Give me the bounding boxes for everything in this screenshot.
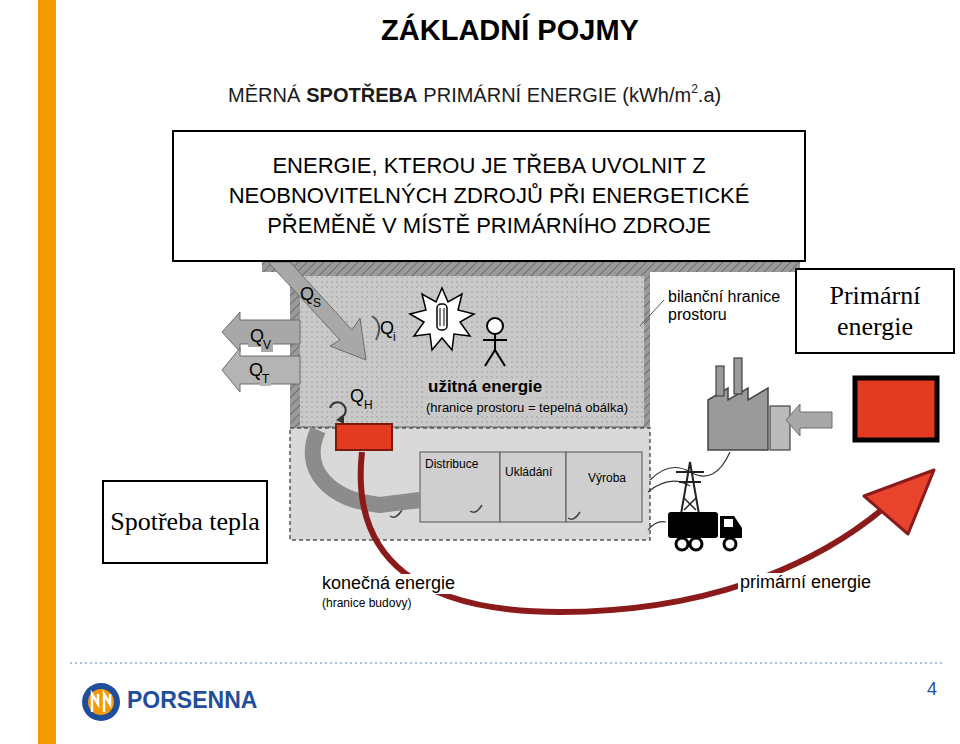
footer-rule-part [70,662,942,664]
building-illustration-part [437,304,447,330]
supply-chain-illustration-part [676,471,704,473]
orange-bar-part [38,0,56,744]
heat-consumption-box: Spotřeba tepla [102,480,268,564]
slide-title: ZÁKLADNÍ POJMY [0,14,960,47]
supply-chain-illustration [648,358,937,550]
supply-chain-illustration-part [708,388,768,450]
node-text: Spotřeba tepla [110,506,259,537]
building-illustration-part [483,339,507,341]
heat-subscript: S [313,297,321,310]
building-illustration-part [470,505,482,512]
building-illustration-part [485,350,495,366]
supply-chain-illustration-part [724,538,736,550]
building-illustration-part [440,308,441,326]
building-illustration-part [494,334,496,350]
heat-symbol: Q [300,285,314,305]
building-illustration-part [500,452,566,522]
heat-symbol: Q [350,387,364,407]
building-illustration-part [487,318,503,334]
definition-box: ENERGIE, KTEROU JE TŘEBA UVOLNIT Z NEOBN… [172,130,806,262]
supply-chain-illustration-part [855,378,937,440]
subtitle-text: .a) [698,84,721,107]
supply-chain-illustration-part [684,498,696,510]
building-illustration-part [566,452,642,522]
building-illustration-part [336,424,392,450]
subtitle-text: MĚRNÁ [228,84,300,107]
building-illustration-part [568,512,580,519]
supply-chain-illustration-part [716,366,724,396]
page-number: 4 [927,680,937,700]
logo-emblem-part [88,689,114,715]
heat-symbol: Q [380,319,394,339]
node-text: Primární energie [803,280,947,342]
building-illustration-part [410,288,474,350]
subtitle-text: 2 [691,82,698,96]
supply-chain-illustration-part [770,406,790,450]
logo-emblem [82,683,120,721]
supply-chain-illustration-part [679,481,701,483]
primary-energy-label: primární energie [738,573,873,593]
building-illustration-part [268,262,366,360]
building-illustration-part [444,308,445,326]
orange-bar [38,0,56,744]
system-label: Ukládání [505,466,552,479]
supply-chain-illustration-part [724,519,733,527]
subtitle-text: PRIMÁRNÍ ENERGIE (kWh/m [423,84,691,107]
useful-energy-label: užitná energie [426,378,544,397]
building-illustration-part [495,350,505,366]
logo-text: PORSENNA [127,688,257,713]
building-illustration-part [222,348,300,392]
supply-chain-illustration-part [720,516,742,538]
supply-chain-illustration-part [684,498,696,510]
heat-subscript: H [364,399,373,412]
node-text: ENERGIE, KTEROU JE TŘEBA UVOLNIT Z NEOBN… [184,151,794,240]
building-illustration-part [336,414,344,424]
logo-emblem-part [82,683,120,721]
logo-emblem-part [92,694,110,712]
boundary-note: (hranice budovy) [320,597,413,610]
supply-chain-illustration-part [680,462,700,520]
boundary-label: bilanční hranice prostoru [668,288,792,323]
supply-chain-illustration-part [648,522,666,530]
primary-energy-box: Primární energie [795,268,955,354]
final-energy-label: konečná energie [320,574,457,594]
subtitle-text: SPOTŘEBA [306,84,417,107]
supply-chain-illustration-part [786,404,832,436]
subtitle-row: MĚRNÁ SPOTŘEBA PRIMÁRNÍ ENERGIE (kWh/m2.a) [228,84,721,107]
supply-chain-illustration-part [734,358,742,394]
heat-subscript: i [393,331,396,344]
heat-subscript: V [261,339,273,352]
boundary-note: (hranice prostoru = tepelná obálka) [424,401,630,415]
supply-chain-illustration-part [676,538,688,550]
building-illustration-part [640,300,664,326]
building-illustration-part [372,316,379,340]
system-label: Výroba [588,472,626,485]
supply-chain-illustration-part [690,538,702,550]
building-illustration-part [420,452,500,522]
building-illustration [222,262,800,540]
building-illustration-part [222,312,300,352]
red-flow-arrow-part [864,470,934,534]
footer-rule [70,663,942,664]
heat-subscript: T [260,373,271,386]
supply-chain-illustration-part [668,512,718,538]
system-label: Distribuce [425,458,478,471]
